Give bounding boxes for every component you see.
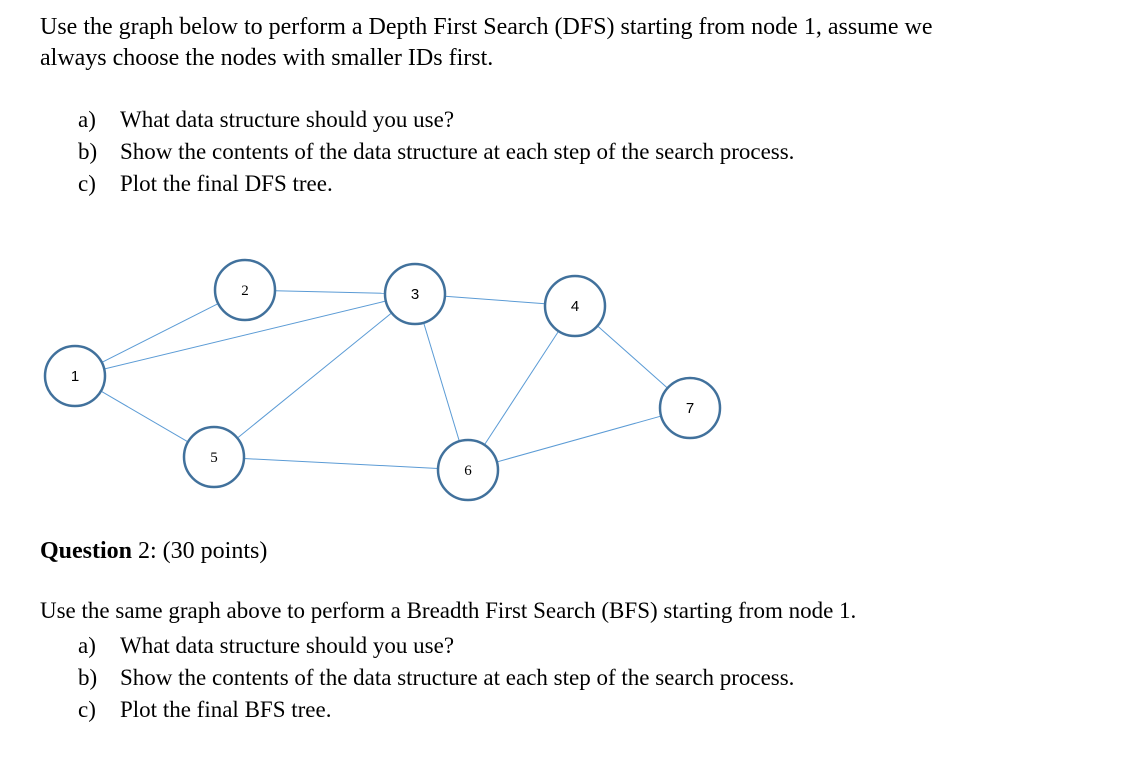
node-circle (543, 274, 607, 338)
list-item: a) What data structure should you use? (78, 104, 794, 136)
edge-3-4 (444, 295, 546, 305)
edge-1-3 (104, 300, 386, 370)
node-1: 1 (43, 344, 107, 408)
node-label: 7 (686, 400, 694, 417)
node-5: 5 (182, 425, 246, 489)
list-item: b) Show the contents of the data structu… (78, 136, 794, 168)
node-label: 6 (464, 463, 472, 479)
node-label: 3 (411, 286, 419, 303)
list-item-text: Plot the final BFS tree. (120, 697, 332, 722)
edge-3-6 (423, 322, 460, 442)
node-circle (213, 258, 277, 322)
node-circle (658, 376, 722, 440)
node-label: 2 (241, 283, 249, 299)
list-item-text: Show the contents of the data structure … (120, 139, 795, 164)
list-item-label: b) (78, 139, 98, 164)
edge-4-6 (483, 330, 560, 446)
question2-list: a) What data structure should you use? b… (78, 630, 794, 726)
list-item-label: a) (78, 633, 96, 658)
list-item: b) Show the contents of the data structu… (78, 662, 794, 694)
list-item: c) Plot the final DFS tree. (78, 168, 794, 200)
question2-text: Use the same graph above to perform a Br… (40, 598, 857, 623)
node-7: 7 (658, 376, 722, 440)
edge-2-3 (274, 290, 386, 294)
edge-6-7 (496, 415, 662, 463)
list-item-text: What data structure should you use? (120, 107, 455, 132)
node-circle (383, 262, 447, 326)
list-item-text: What data structure should you use? (120, 633, 455, 658)
list-item-label: c) (78, 697, 96, 722)
graph-nodes: 1 2 3 4 5 6 7 (43, 258, 722, 502)
node-3: 3 (383, 262, 447, 326)
edge-1-2 (101, 303, 219, 363)
question2-heading-rest: 2: (30 points) (132, 538, 268, 564)
node-circle (182, 425, 246, 489)
intro-line-1: Use the graph below to perform a Depth F… (40, 14, 933, 40)
node-6: 6 (436, 438, 500, 502)
node-2: 2 (213, 258, 277, 322)
list-item-label: b) (78, 665, 98, 690)
question2-heading-bold: Question (40, 538, 133, 564)
node-label: 4 (571, 298, 579, 315)
list-item-label: c) (78, 171, 96, 196)
graph-edges (100, 290, 668, 469)
node-circle (436, 438, 500, 502)
edge-4-7 (597, 325, 668, 389)
edge-3-5 (236, 312, 393, 439)
node-label: 1 (71, 368, 79, 385)
edge-1-5 (100, 390, 189, 443)
list-item-label: a) (78, 107, 96, 132)
list-item-text: Show the contents of the data structure … (120, 665, 795, 690)
list-item: c) Plot the final BFS tree. (78, 694, 794, 726)
question1-list: a) What data structure should you use? b… (78, 104, 794, 200)
list-item: a) What data structure should you use? (78, 630, 794, 662)
node-circle (43, 344, 107, 408)
node-label: 5 (210, 450, 218, 466)
intro-line-2: always choose the nodes with smaller IDs… (40, 45, 494, 71)
question2-heading: Question 2: (30 points) (40, 538, 267, 565)
node-4: 4 (543, 274, 607, 338)
edge-5-6 (243, 458, 439, 469)
list-item-text: Plot the final DFS tree. (120, 171, 333, 196)
intro-paragraph: Use the graph below to perform a Depth F… (40, 12, 932, 74)
